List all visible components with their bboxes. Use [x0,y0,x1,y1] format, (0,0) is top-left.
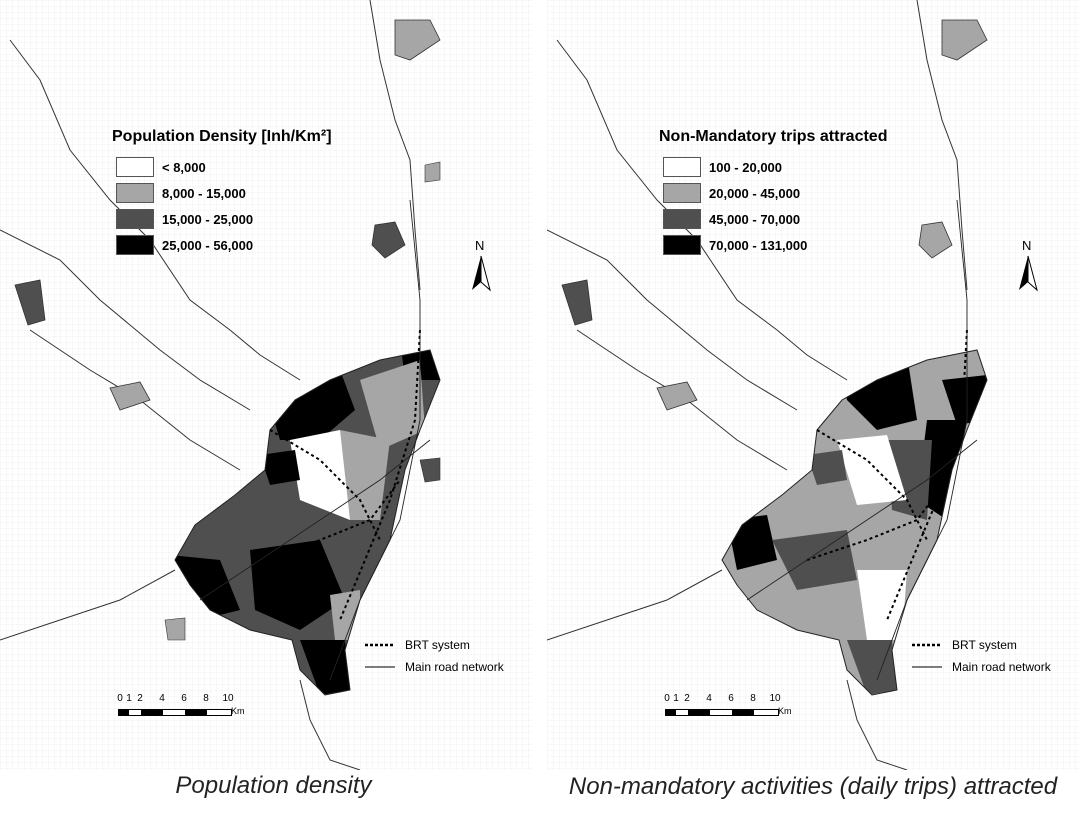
legend-swatch [663,183,701,203]
scale-bar: 0 1 2 4 6 8 10 Km [117,693,245,723]
road-line-icon [912,666,942,668]
legend-title: Non-Mandatory trips attracted [659,128,888,145]
north-arrow: N [468,238,498,298]
legend-swatch [116,157,154,177]
non-mandatory-trips-map: Non-Mandatory trips attracted 100 - 20,0… [547,0,1079,770]
scale-strip [665,709,779,716]
scale-bar: 0 1 2 4 6 8 10 Km [664,693,792,723]
north-extension [14,19,441,641]
legend-item: 70,000 - 131,000 [663,232,887,258]
legend-label: 15,000 - 25,000 [162,211,254,227]
legend-swatch [116,235,154,255]
legend-item: 15,000 - 25,000 [116,206,332,232]
legend-swatch [663,157,701,177]
scale-ticks: 0 1 2 4 6 8 10 [664,693,785,707]
city-outline [721,349,988,696]
legend-item: 45,000 - 70,000 [663,206,887,232]
road-label: Main road network [952,660,1051,674]
brt-lines [259,329,421,621]
urban-grid-background [547,0,1079,770]
legend-label: 45,000 - 70,000 [709,211,801,227]
north-arrow-icon [472,255,491,292]
brt-label: BRT system [952,638,1017,652]
legend: Non-Mandatory trips attracted 100 - 20,0… [659,128,887,258]
scale-tick: 2 [684,693,690,704]
legend: Population Density [Inh/Km²] < 8,000 8,0… [112,128,332,258]
route-legend-road: Main road network [912,656,1051,678]
city-outline [174,349,441,696]
north-arrow-icon [1019,255,1038,292]
scale-tick: 10 [222,693,234,704]
north-extension [561,19,988,411]
scale-ticks: 0 1 2 4 6 8 10 [117,693,238,707]
main-roads [199,199,431,681]
legend-swatch [116,209,154,229]
legend-item: < 8,000 [116,154,332,180]
legend-label: < 8,000 [162,159,206,175]
road-line-icon [365,666,395,668]
scale-tick: 10 [769,693,781,704]
north-arrow: N [1015,238,1045,298]
main-roads [746,199,978,681]
route-legend-brt: BRT system [912,634,1051,656]
route-legend: BRT system Main road network [912,634,1051,678]
scale-tick: 1 [673,693,679,704]
urban-grid-background [0,0,532,770]
route-legend: BRT system Main road network [365,634,504,678]
route-legend-road: Main road network [365,656,504,678]
scale-tick: 0 [117,693,123,704]
scale-tick: 2 [137,693,143,704]
caption-population-density: Population density [175,772,372,799]
legend-title: Population Density [Inh/Km²] [112,128,332,145]
scale-tick: 8 [203,693,209,704]
scale-tick: 0 [664,693,670,704]
legend-swatch [663,209,701,229]
scale-unit: Km [231,706,245,716]
route-legend-brt: BRT system [365,634,504,656]
legend-label: 20,000 - 45,000 [709,185,801,201]
scale-tick: 4 [159,693,165,704]
north-label: N [1022,238,1032,253]
caption-non-mandatory-activities: Non-mandatory activities (daily trips) a… [568,773,1058,800]
brt-line-icon [365,643,395,647]
north-label: N [475,238,485,253]
scale-strip [118,709,232,716]
brt-label: BRT system [405,638,470,652]
legend-label: 25,000 - 56,000 [162,237,254,253]
scale-tick: 1 [126,693,132,704]
scale-tick: 8 [750,693,756,704]
legend-item: 100 - 20,000 [663,154,887,180]
scale-unit: Km [778,706,792,716]
legend-label: 100 - 20,000 [709,159,783,175]
legend-item: 8,000 - 15,000 [116,180,332,206]
legend-swatch [663,235,701,255]
legend-swatch [116,183,154,203]
scale-tick: 4 [706,693,712,704]
scale-tick: 6 [728,693,734,704]
legend-item: 25,000 - 56,000 [116,232,332,258]
population-density-map: Population Density [Inh/Km²] < 8,000 8,0… [0,0,532,770]
legend-label: 8,000 - 15,000 [162,185,246,201]
legend-label: 70,000 - 131,000 [709,237,808,253]
legend-item: 20,000 - 45,000 [663,180,887,206]
map-canvas [547,0,1079,770]
brt-line-icon [912,643,942,647]
scale-tick: 6 [181,693,187,704]
map-canvas [0,0,532,770]
road-label: Main road network [405,660,504,674]
brt-lines [806,329,968,621]
